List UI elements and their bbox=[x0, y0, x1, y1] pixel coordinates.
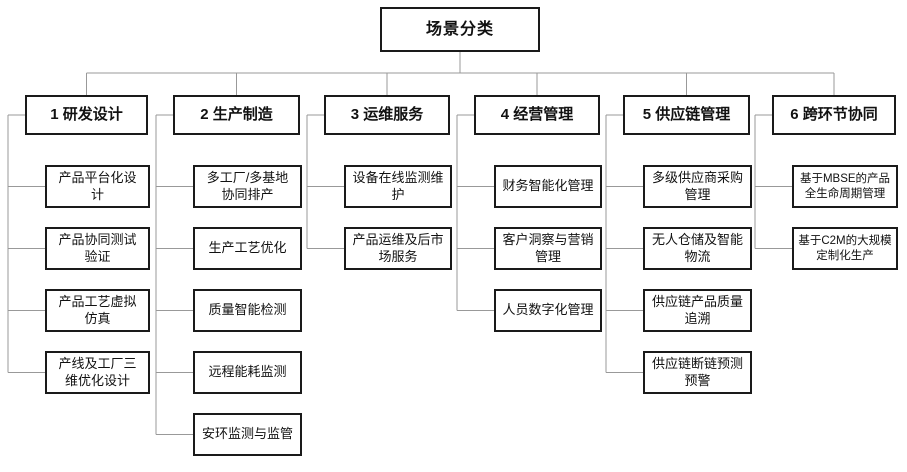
scenario-box-2-4: 远程能耗监测 bbox=[193, 351, 302, 394]
scenario-box-2-5: 安环监测与监管 bbox=[193, 413, 302, 456]
scenario-box-5-4: 供应链断链预测预警 bbox=[643, 351, 752, 394]
category-header-6: 6 跨环节协同 bbox=[772, 95, 896, 135]
scenario-box-2-3: 质量智能检测 bbox=[193, 289, 302, 332]
scenario-box-5-3: 供应链产品质量追溯 bbox=[643, 289, 752, 332]
scenario-box-3-2: 产品运维及后市场服务 bbox=[344, 227, 452, 270]
scenario-box-4-2: 客户洞察与营销管理 bbox=[494, 227, 602, 270]
scenario-box-5-2: 无人仓储及智能物流 bbox=[643, 227, 752, 270]
category-header-2: 2 生产制造 bbox=[173, 95, 300, 135]
category-header-1: 1 研发设计 bbox=[25, 95, 148, 135]
root-node: 场景分类 bbox=[380, 7, 540, 52]
scenario-box-3-1: 设备在线监测维护 bbox=[344, 165, 452, 208]
scenario-box-4-1: 财务智能化管理 bbox=[494, 165, 602, 208]
scenario-box-4-3: 人员数字化管理 bbox=[494, 289, 602, 332]
scenario-box-6-1: 基于MBSE的产品全生命周期管理 bbox=[792, 165, 898, 208]
category-header-3: 3 运维服务 bbox=[324, 95, 450, 135]
category-header-4: 4 经营管理 bbox=[474, 95, 600, 135]
scenario-box-1-3: 产品工艺虚拟仿真 bbox=[45, 289, 150, 332]
scenario-box-6-2: 基于C2M的大规模定制化生产 bbox=[792, 227, 898, 270]
category-header-5: 5 供应链管理 bbox=[623, 95, 750, 135]
scenario-box-2-2: 生产工艺优化 bbox=[193, 227, 302, 270]
scenario-box-1-2: 产品协同测试验证 bbox=[45, 227, 150, 270]
scenario-box-5-1: 多级供应商采购管理 bbox=[643, 165, 752, 208]
scenario-box-1-4: 产线及工厂三维优化设计 bbox=[45, 351, 150, 394]
scenario-box-2-1: 多工厂/多基地协同排产 bbox=[193, 165, 302, 208]
scenario-box-1-1: 产品平台化设计 bbox=[45, 165, 150, 208]
